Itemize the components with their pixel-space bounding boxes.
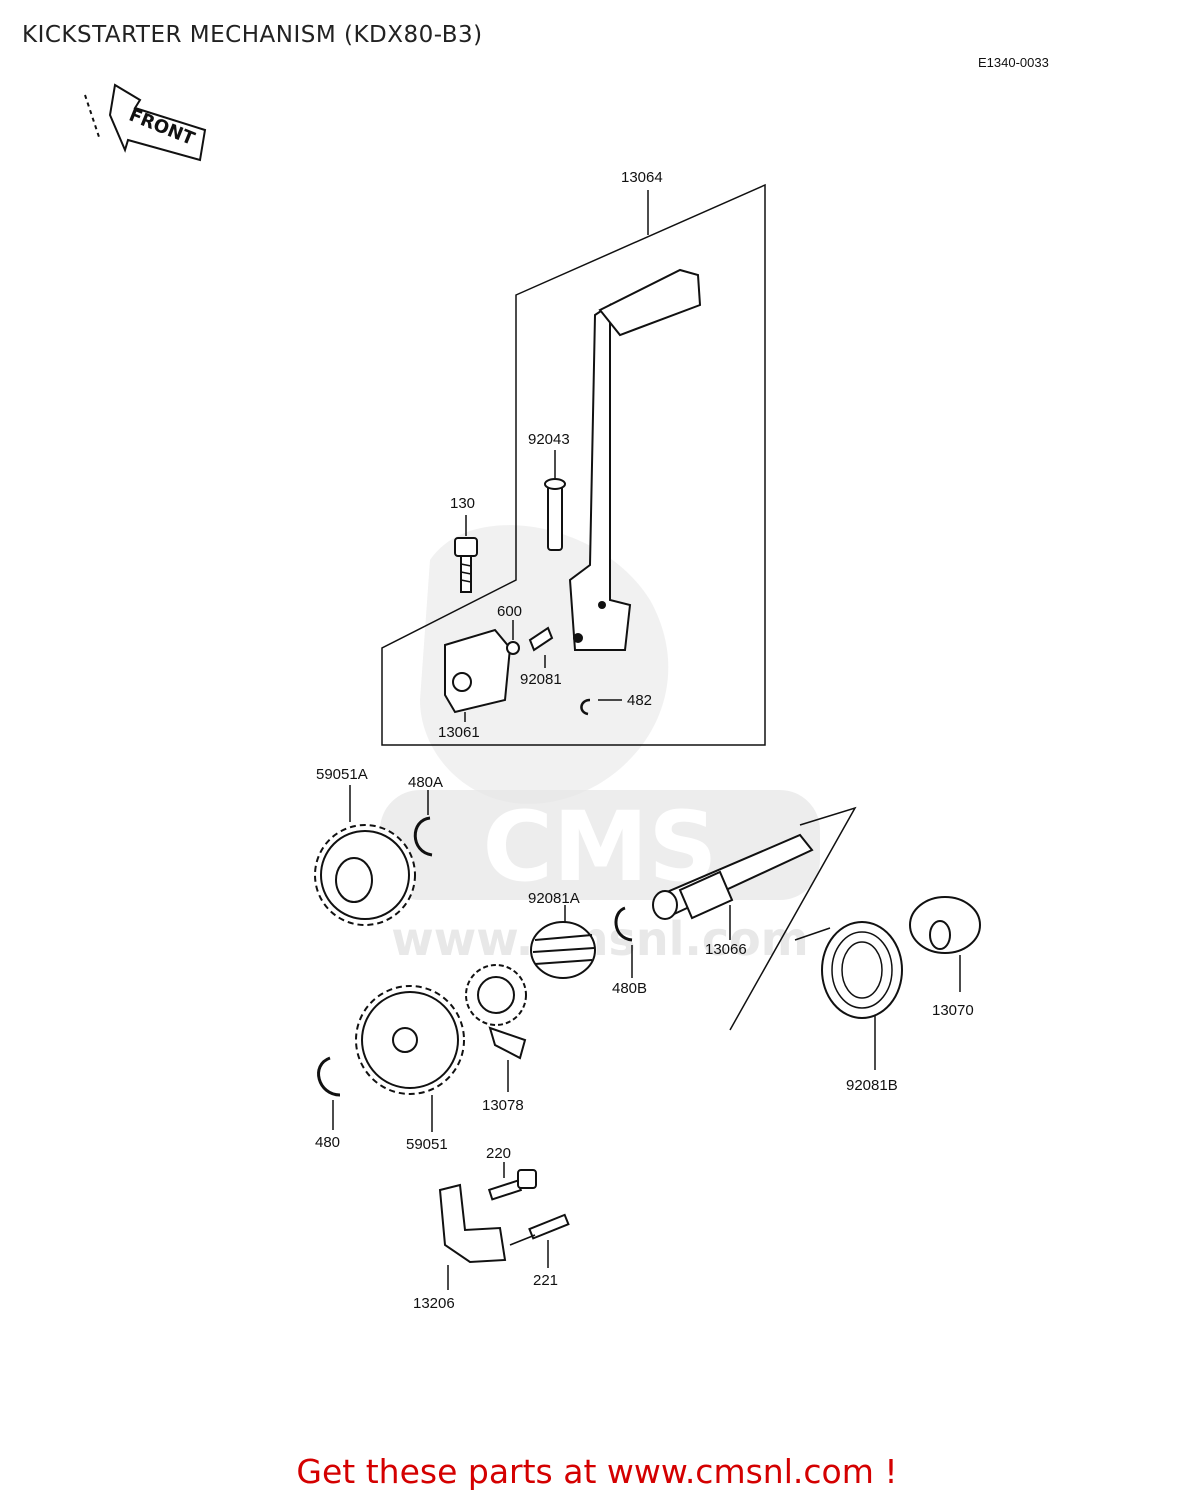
diagram-title: KICKSTARTER MECHANISM (KDX80-B3) [22,22,483,48]
front-arrow-icon: FRONT [84,83,207,162]
label-13078: 13078 [482,1097,524,1114]
guide-bolt-220 [487,1162,537,1201]
part-labels: 13064 92043 130 600 92081 482 13061 5905… [315,169,974,1312]
watermark-url: www.cmsnl.com [391,912,808,966]
idler-gear [355,985,465,1132]
label-59051a: 59051A [316,766,368,783]
retaining-clip [580,698,622,716]
kick-pedal [568,268,702,651]
label-92043: 92043 [528,431,570,448]
promo-footer-link[interactable]: Get these parts at www.cmsnl.com ! [296,1452,898,1491]
diagram-reference-code: E1340-0033 [978,55,1049,70]
shaft-assembly-line [729,806,857,1031]
label-13070: 13070 [932,1002,974,1019]
kickstarter-shaft [652,833,814,940]
idler-gear-a [314,785,416,926]
detent-ball [506,641,520,655]
clamp-bolt [454,515,478,593]
ratchet-spring [530,905,596,979]
label-13066: 13066 [705,941,747,958]
watermark-logo: CMS [482,791,717,903]
ratchet-gear [465,964,527,1092]
label-13061: 13061 [438,724,480,741]
label-221: 221 [533,1272,558,1289]
label-13206: 13206 [413,1295,455,1312]
circlip-480 [317,1056,341,1130]
detent-spring [528,626,554,668]
pivot-pin [544,450,566,551]
return-spring [794,921,903,1070]
label-220: 220 [486,1145,511,1162]
label-600: 600 [497,603,522,620]
pedal-clamp-block [444,628,512,722]
label-92081b: 92081B [846,1077,898,1094]
pedal-assembly-outline [381,183,766,746]
label-59051: 59051 [406,1136,448,1153]
label-130: 130 [450,495,475,512]
ratchet-guide [438,1183,507,1290]
circlip-480a [413,790,433,857]
shaft-collar [909,896,981,992]
label-92081a: 92081A [528,890,580,907]
label-480b: 480B [612,980,647,997]
label-13064: 13064 [621,169,663,186]
label-482: 482 [627,692,652,709]
label-480: 480 [315,1134,340,1151]
label-480a: 480A [408,774,443,791]
circlip-480b [614,906,633,978]
label-92081: 92081 [520,671,562,688]
guide-screw-221 [509,1213,570,1268]
